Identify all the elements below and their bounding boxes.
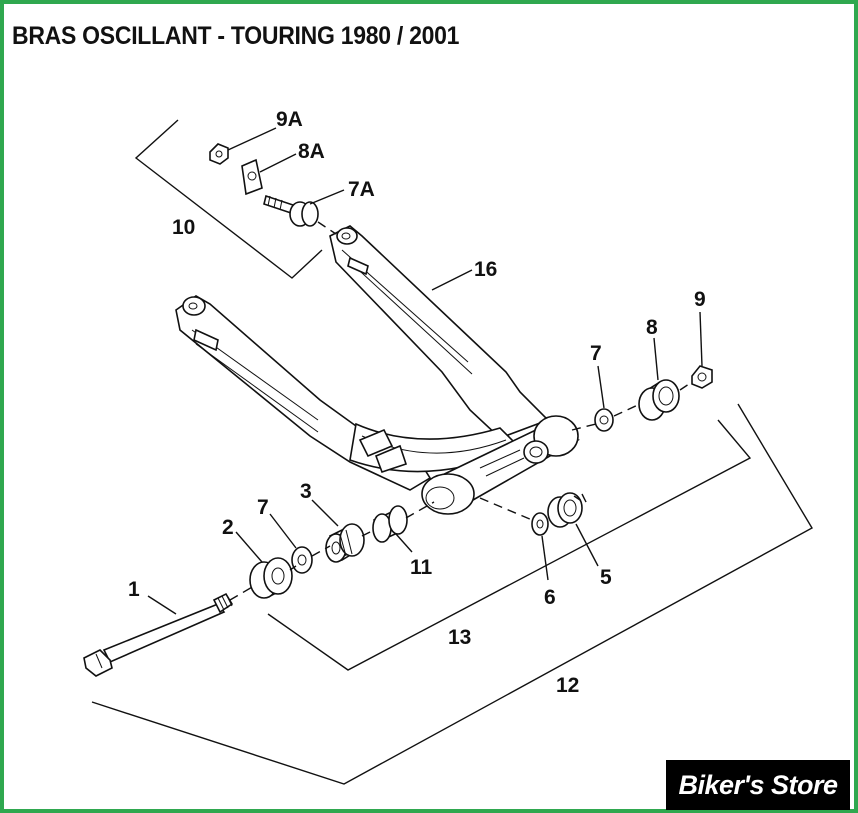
bikers-store-logo: Biker's Store — [666, 760, 850, 810]
spacer-part-2 — [249, 557, 293, 599]
callout-12: 12 — [556, 674, 579, 697]
assembly-axis-lines — [229, 221, 693, 601]
callout-10: 10 — [172, 216, 195, 239]
callout-7A: 7A — [348, 178, 375, 201]
washer-part-7-lower — [291, 546, 313, 574]
washer-part-7-upper — [594, 408, 614, 432]
callout-1: 1 — [128, 578, 140, 601]
bearing-cup-part-8 — [638, 379, 680, 421]
callout-7-upper: 7 — [590, 342, 602, 365]
callout-13: 13 — [448, 626, 471, 649]
sleeve-part-11 — [372, 505, 408, 543]
bracket-group-13 — [267, 419, 752, 671]
bracket-plate-part-8A — [241, 158, 263, 196]
callout-6: 6 — [544, 586, 556, 609]
bracket-group-10 — [134, 119, 323, 279]
callout-11: 11 — [410, 556, 433, 579]
bushing-part-3 — [325, 523, 365, 563]
callout-8A: 8A — [298, 140, 325, 163]
callout-16: 16 — [474, 258, 497, 281]
bracket-group-12 — [91, 403, 813, 785]
nut-part-9A — [209, 143, 229, 165]
leader-lines — [147, 127, 703, 615]
callout-9: 9 — [694, 288, 706, 311]
callout-5: 5 — [600, 566, 612, 589]
nut-part-9 — [691, 365, 713, 389]
callout-9A: 9A — [276, 108, 303, 131]
pivot-shaft-part-1 — [83, 592, 234, 677]
page-title: BRAS OSCILLANT - TOURING 1980 / 2001 — [12, 22, 460, 50]
washer-part-6 — [531, 512, 549, 536]
swingarm-part-16 — [175, 225, 580, 515]
callout-8: 8 — [646, 316, 658, 339]
bolt-part-7A — [263, 194, 319, 227]
callout-7-lower: 7 — [257, 496, 269, 519]
callout-3: 3 — [300, 480, 312, 503]
bearing-part-5 — [547, 492, 583, 528]
callout-2: 2 — [222, 516, 234, 539]
